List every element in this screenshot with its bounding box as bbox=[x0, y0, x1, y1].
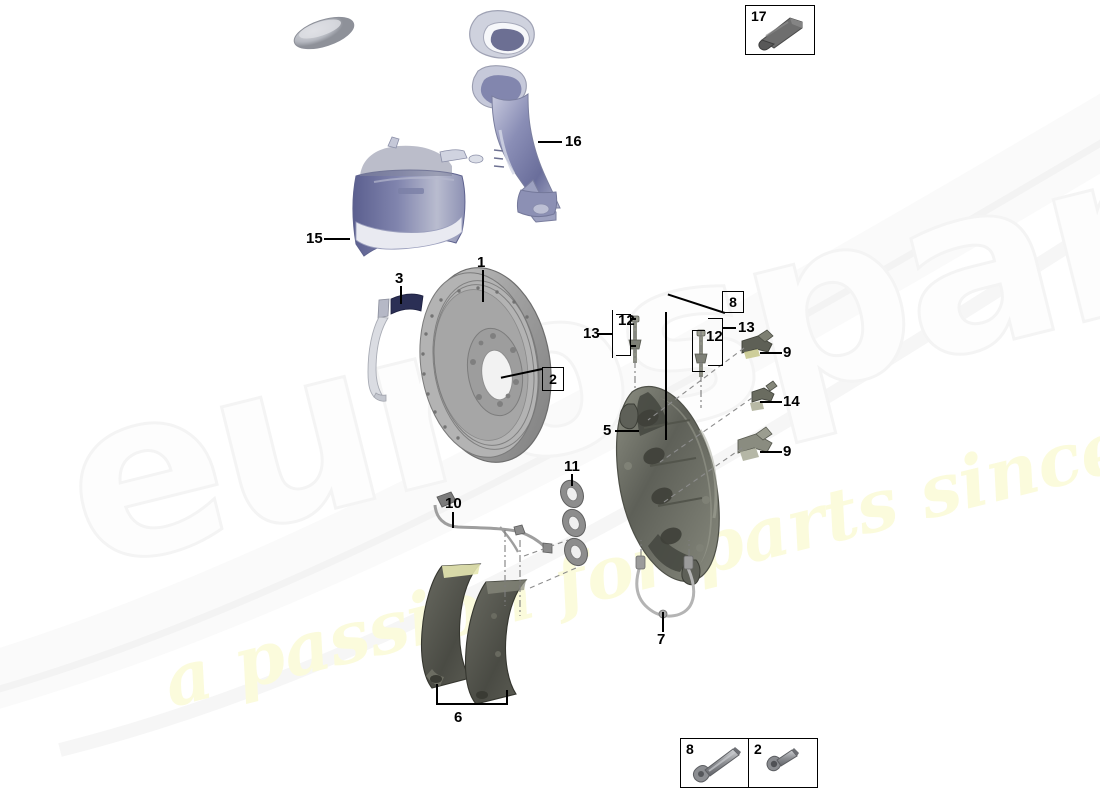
callout-13-left-label: 13 bbox=[583, 325, 600, 342]
callout-5-leader bbox=[615, 430, 639, 432]
callout-9-upper-leader bbox=[760, 352, 782, 354]
callout-12-right-bracket bbox=[692, 330, 705, 372]
brake-disc-part bbox=[419, 267, 552, 463]
callout-6-bracket-bar bbox=[436, 703, 508, 705]
callout-15-leader bbox=[324, 238, 350, 240]
callout-6-tick-left bbox=[436, 684, 438, 704]
inset-17-label: 17 bbox=[751, 8, 767, 24]
caliper-bolt-icon bbox=[692, 747, 741, 783]
brake-disc-cover-plate-part bbox=[367, 293, 424, 402]
callout-6-label: 6 bbox=[454, 709, 463, 726]
inset-box-17: 17 bbox=[745, 5, 815, 55]
retaining-clip-parts bbox=[737, 329, 778, 461]
lubricating-paste-tube-icon bbox=[758, 17, 803, 51]
brake-pad-wear-sensor-part bbox=[433, 491, 553, 554]
brake-line-part bbox=[635, 555, 696, 619]
callout-16-label: 16 bbox=[565, 133, 582, 150]
callout-13-right-label: 13 bbox=[738, 319, 755, 336]
inset-box-8: 8 bbox=[680, 738, 750, 788]
callout-11-leader bbox=[571, 474, 573, 486]
callout-12-right-label: 12 bbox=[706, 328, 723, 345]
callout-16-leader bbox=[538, 141, 562, 143]
callout-15-label: 15 bbox=[306, 230, 323, 247]
callout-5-label: 5 bbox=[603, 422, 612, 439]
air-deflector-part bbox=[352, 136, 484, 257]
callout-8-box: 8 bbox=[722, 291, 744, 313]
callout-7-label: 7 bbox=[657, 631, 666, 648]
callout-1-leader bbox=[482, 270, 484, 302]
callout-3-label: 3 bbox=[395, 270, 404, 287]
callout-8-leader-drop bbox=[665, 312, 667, 440]
callout-9-upper-label: 9 bbox=[783, 344, 792, 361]
callout-12-left-bracket bbox=[616, 314, 631, 356]
callout-13-right-leader bbox=[722, 327, 736, 329]
brake-caliper-part bbox=[615, 385, 720, 586]
callout-13-left-leader bbox=[598, 333, 612, 335]
callout-14-label: 14 bbox=[783, 393, 800, 410]
inset-8-label: 8 bbox=[686, 741, 694, 757]
callout-9-lower-leader bbox=[760, 451, 782, 453]
disc-screw-icon bbox=[766, 748, 799, 772]
inset-2-label: 2 bbox=[754, 741, 762, 757]
callout-10-leader bbox=[452, 512, 454, 528]
retaining-spring-lower bbox=[737, 426, 773, 461]
callout-12-left-tick-bottom bbox=[630, 345, 636, 347]
air-duct-part bbox=[471, 65, 561, 223]
oval-cover-cap-part bbox=[293, 16, 355, 50]
retaining-spring-upper bbox=[741, 329, 774, 359]
callout-14-leader bbox=[760, 401, 782, 403]
air-duct-seal-part bbox=[469, 10, 535, 59]
bush-set-part bbox=[560, 479, 588, 567]
callout-9-lower-label: 9 bbox=[783, 443, 792, 460]
brake-pads-part bbox=[420, 563, 528, 705]
callout-2-box: 2 bbox=[542, 367, 564, 391]
callout-12-left-tick-top bbox=[630, 318, 636, 320]
callout-13-right-bracket bbox=[708, 318, 723, 366]
pad-retaining-clip bbox=[750, 380, 778, 411]
assembly-guide-vertical bbox=[504, 316, 702, 616]
assembly-guide-lines bbox=[523, 347, 753, 589]
callout-11-label: 11 bbox=[564, 458, 580, 475]
callout-6-tick-right bbox=[506, 690, 508, 704]
callout-7-leader bbox=[662, 612, 664, 632]
inset-box-2: 2 bbox=[748, 738, 818, 788]
callout-10-label: 10 bbox=[445, 495, 462, 512]
callout-13-left-bracket bbox=[612, 310, 613, 358]
bleeder-valve-parts bbox=[628, 315, 708, 377]
callout-1-label: 1 bbox=[477, 254, 486, 271]
callout-3-leader bbox=[400, 286, 402, 304]
